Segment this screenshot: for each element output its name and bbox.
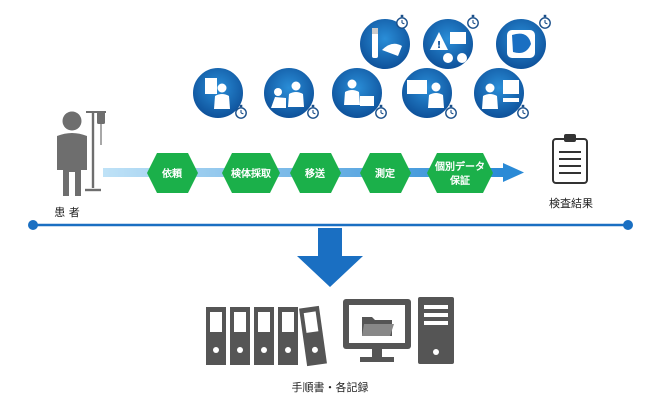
- step-3-hexagon: [290, 153, 341, 193]
- bubble-data-check: [472, 66, 529, 120]
- binder-icon: [230, 307, 250, 365]
- bubble-transport: [330, 66, 387, 120]
- down-arrow-icon: [297, 228, 363, 287]
- step-4-hexagon: [360, 153, 411, 193]
- result-label: 検査結果: [549, 196, 593, 210]
- warning-icon: [430, 32, 448, 50]
- binder-icon: [206, 307, 226, 365]
- step-4: 測定: [360, 153, 411, 193]
- report-clipboard-icon: [552, 134, 588, 184]
- bubble-nurse-patient: [262, 66, 319, 120]
- step-5-label-line1: 個別データ: [434, 160, 485, 173]
- bubble-warning: !: [421, 14, 479, 71]
- step-5: 個別データ 保証: [427, 153, 493, 193]
- step-1: 依頼: [147, 153, 198, 193]
- step-3-label: 移送: [305, 167, 326, 180]
- binder-icon: [299, 305, 327, 367]
- binder-icons: [206, 305, 327, 367]
- step-5-hexagon: [427, 153, 493, 193]
- bubble-lab-staff: [400, 66, 457, 120]
- pc-tower-icon: [418, 297, 454, 364]
- blood-tube-icon: [372, 28, 378, 58]
- step-1-hexagon: [147, 153, 198, 193]
- svg-text:!: !: [437, 40, 442, 51]
- step-2-hexagon: [222, 153, 280, 193]
- timeline-start-dot: [28, 220, 38, 230]
- binder-icon: [254, 307, 274, 365]
- records-label: 手順書・各記録: [292, 380, 369, 394]
- lab-staff-icon: [407, 80, 427, 94]
- step-2: 検体採取: [222, 153, 280, 193]
- bubble-blood-tube: [358, 14, 412, 71]
- patient-iv-icon: [57, 111, 106, 196]
- bubble-doctor: [191, 66, 247, 120]
- monitor-folder-icon: [343, 299, 411, 362]
- step-2-label: 検体採取: [231, 167, 272, 180]
- bubble-sample: [494, 14, 551, 71]
- patient-label: 患 者: [54, 206, 80, 219]
- step-1-label: 依頼: [162, 167, 183, 180]
- step-5-label-line2: 保証: [449, 174, 470, 187]
- binder-icon: [278, 307, 298, 365]
- step-4-label: 測定: [375, 167, 395, 180]
- timeline-end-dot: [623, 220, 633, 230]
- step-3: 移送: [290, 153, 341, 193]
- flow-arrowhead: [503, 163, 524, 182]
